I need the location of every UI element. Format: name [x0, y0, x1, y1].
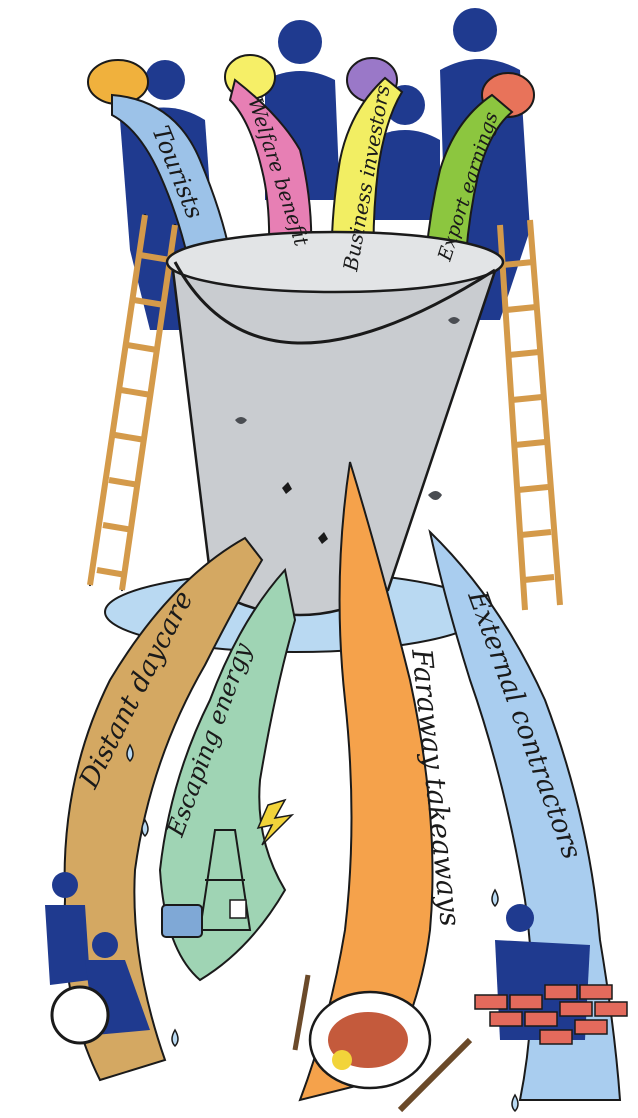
tv-icon: [162, 905, 202, 937]
carer-head: [52, 872, 78, 898]
plug-icon: [230, 900, 246, 918]
wheelchair-user-head: [92, 932, 118, 958]
wheelchair-icon: [52, 987, 108, 1043]
person-head-left: [145, 60, 185, 100]
egg-icon: [332, 1050, 352, 1070]
fork-icon: [295, 975, 308, 1050]
carer-body: [45, 905, 90, 985]
bucket-hole: [428, 491, 442, 500]
person-head-right: [453, 8, 497, 52]
person-head-woman: [278, 20, 322, 64]
contractor-head: [506, 904, 534, 932]
